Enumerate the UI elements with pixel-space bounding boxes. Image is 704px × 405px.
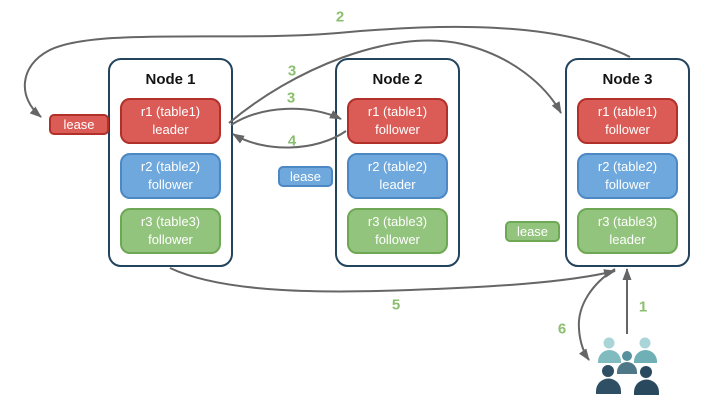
lease-badge-r1: lease (49, 114, 109, 135)
step-label-6: 6 (557, 320, 567, 338)
replica-name: r2 (table2) (367, 159, 428, 175)
user-front-right (634, 366, 659, 395)
node-1-replica-r3: r3 (table3) follower (120, 208, 221, 254)
step-label-3a: 3 (287, 62, 297, 80)
node-1-replica-r1: r1 (table1) leader (120, 98, 221, 144)
replica-role: follower (375, 232, 420, 247)
arrow-step-5-node1-to-node3 (169, 267, 616, 293)
replica-role: follower (375, 122, 420, 137)
node-2-title: Node 2 (372, 71, 423, 88)
user-middle (617, 351, 637, 374)
step-label-4: 4 (287, 132, 297, 150)
node-1-title: Node 1 (145, 71, 196, 88)
replica-name: r2 (table2) (140, 159, 201, 175)
node-2-replica-r3: r3 (table3) follower (347, 208, 448, 254)
lease-badge-r3: lease (505, 221, 560, 242)
step-label-1: 1 (638, 298, 648, 316)
replica-name: r1 (table1) (597, 104, 658, 120)
arrow-step-3-leader-to-node2 (230, 107, 342, 126)
node-3: Node 3 r1 (table1) follower r2 (table2) … (565, 58, 690, 267)
replica-name: r3 (table3) (597, 214, 658, 230)
replica-name: r1 (table1) (140, 104, 201, 120)
replica-role: leader (379, 177, 416, 192)
node-2: Node 2 r1 (table1) follower r2 (table2) … (335, 58, 460, 267)
replica-name: r2 (table2) (597, 159, 658, 175)
node-2-replica-r2: r2 (table2) leader (347, 153, 448, 199)
replica-role: follower (148, 177, 193, 192)
lease-badge-r2: lease (278, 166, 333, 187)
node-1: Node 1 r1 (table1) leader r2 (table2) fo… (108, 58, 233, 267)
step-label-3b: 3 (286, 89, 296, 107)
step-label-5: 5 (391, 296, 401, 314)
node-3-replica-r2: r2 (table2) follower (577, 153, 678, 199)
user-group-icon (596, 337, 659, 395)
node-2-replica-r1: r1 (table1) follower (347, 98, 448, 144)
replica-role: follower (605, 177, 650, 192)
node-3-title: Node 3 (602, 71, 653, 88)
user-back-right (634, 337, 657, 363)
replica-role: leader (152, 122, 189, 137)
replica-role: follower (605, 122, 650, 137)
replica-name: r3 (table3) (140, 214, 201, 230)
step-label-2: 2 (335, 8, 345, 26)
node-3-replica-r3: r3 (table3) leader (577, 208, 678, 254)
replica-name: r1 (table1) (367, 104, 428, 120)
user-back-left (598, 337, 621, 363)
replica-name: r3 (table3) (367, 214, 428, 230)
node-1-replica-r2: r2 (table2) follower (120, 153, 221, 199)
user-front-left (596, 365, 621, 394)
node-3-replica-r1: r1 (table1) follower (577, 98, 678, 144)
replica-role: follower (148, 232, 193, 247)
replica-role: leader (609, 232, 646, 247)
